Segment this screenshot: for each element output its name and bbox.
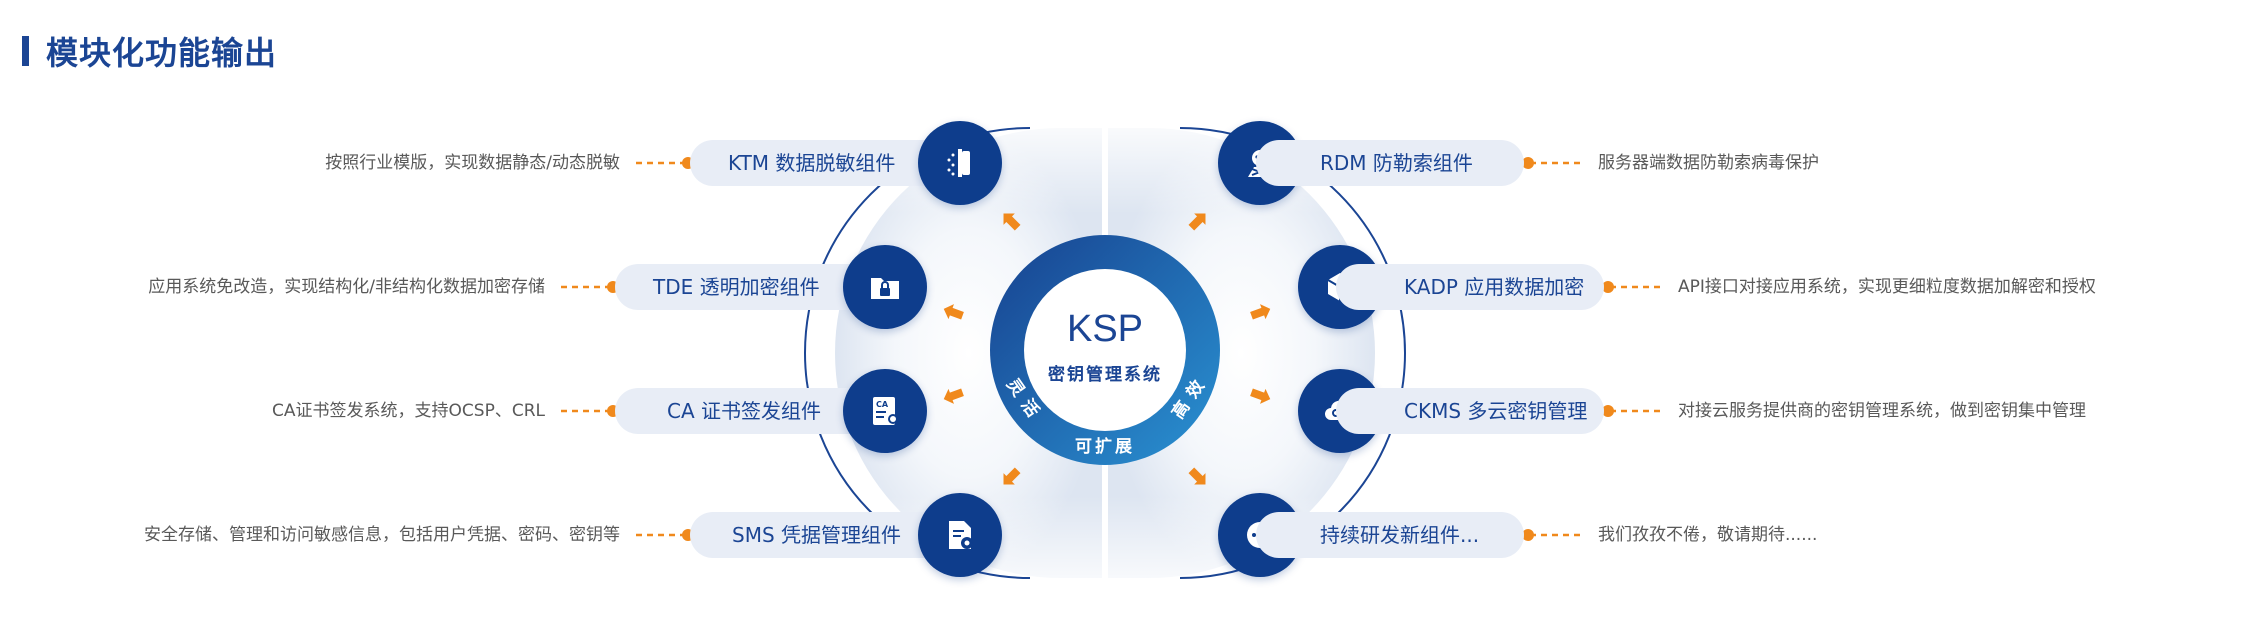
module-rdm-label: RDM 防勒索组件 — [1320, 151, 1473, 175]
module-rdm-desc: 服务器端数据防勒索病毒保护 — [1598, 153, 1819, 173]
module-tde-desc: 应用系统免改造，实现结构化/非结构化数据加密存储 — [148, 277, 545, 297]
module-ktm-desc: 按照行业模版，实现数据静态/动态脱敏 — [325, 153, 620, 173]
module-sms-pill[interactable]: SMS 凭据管理组件 — [690, 512, 950, 558]
svg-text:CA: CA — [876, 400, 889, 409]
page-title: 模块化功能输出 — [46, 34, 278, 72]
module-ca-desc: CA证书签发系统，支持OCSP、CRL — [272, 401, 545, 421]
right-dashed-connectors — [1530, 161, 1660, 537]
module-ckms-pill[interactable]: CKMS 多云密钥管理 — [1336, 388, 1604, 434]
right-connector-dots — [1522, 157, 1614, 541]
data-masking-icon — [918, 121, 1002, 205]
module-ktm-label: KTM 数据脱敏组件 — [728, 151, 896, 175]
title-accent-bar — [22, 36, 29, 66]
module-ckms-label: CKMS 多云密钥管理 — [1404, 399, 1588, 423]
module-tde-label: TDE 透明加密组件 — [653, 275, 820, 299]
module-ktm-pill[interactable]: KTM 数据脱敏组件 — [690, 140, 950, 186]
module-new-label: 持续研发新组件... — [1320, 523, 1480, 547]
center-subtitle: 密钥管理系统 — [1048, 365, 1162, 385]
module-sms-desc: 安全存储、管理和访问敏感信息，包括用户凭据、密码、密钥等 — [144, 525, 620, 545]
center-ring-inner — [1024, 269, 1186, 431]
module-new-desc: 我们孜孜不倦，敬请期待...... — [1598, 525, 1818, 545]
ring-word-scalable: 可扩展 — [1075, 437, 1135, 457]
certificate-icon: CA — [843, 369, 927, 453]
left-connector-dots — [607, 157, 694, 541]
module-ckms-desc: 对接云服务提供商的密钥管理系统，做到密钥集中管理 — [1678, 401, 2086, 421]
folder-lock-icon — [843, 245, 927, 329]
orange-arrows — [943, 213, 1271, 485]
center-ksp-title: KSP — [1066, 308, 1144, 350]
module-kadp-pill[interactable]: KADP 应用数据加密 — [1336, 264, 1604, 310]
left-dashed-connectors — [561, 161, 686, 537]
module-kadp-desc: API接口对接应用系统，实现更细粒度数据加解密和授权 — [1678, 277, 2096, 297]
module-ca-label: CA 证书签发组件 — [667, 399, 822, 423]
module-new-pill[interactable]: 持续研发新组件... — [1256, 512, 1524, 558]
module-rdm-pill[interactable]: RDM 防勒索组件 — [1256, 140, 1524, 186]
module-ca-pill[interactable]: CA 证书签发组件 — [615, 388, 875, 434]
module-kadp-label: KADP 应用数据加密 — [1404, 275, 1585, 299]
module-sms-label: SMS 凭据管理组件 — [732, 523, 902, 547]
document-gear-icon — [918, 493, 1002, 577]
module-tde-pill[interactable]: TDE 透明加密组件 — [615, 264, 875, 310]
